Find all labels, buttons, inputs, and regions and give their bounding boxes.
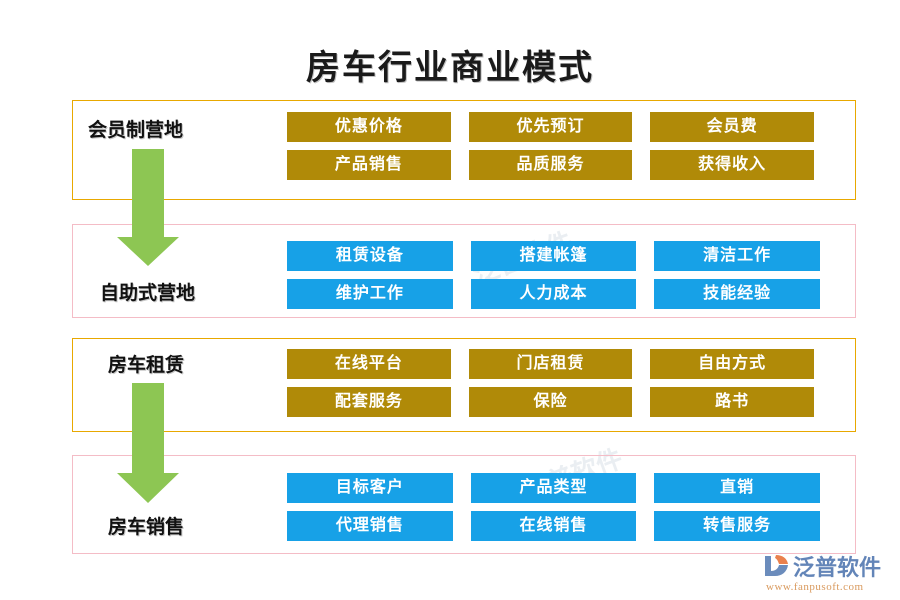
logo-row: 泛普软件 bbox=[762, 552, 896, 580]
logo-url: www.fanpusoft.com bbox=[766, 581, 864, 593]
section-frame-rv-sales bbox=[72, 455, 856, 554]
item-box[interactable]: 路书 bbox=[650, 387, 814, 417]
page-title: 房车行业商业模式 bbox=[306, 50, 594, 87]
item-box[interactable]: 产品销售 bbox=[287, 150, 451, 180]
item-grid-membership-camp: 优惠价格 优先预订 会员费 产品销售 品质服务 获得收入 bbox=[287, 112, 814, 180]
section-frame-membership-camp bbox=[72, 100, 856, 200]
item-grid-rv-rental: 在线平台 门店租赁 自由方式 配套服务 保险 路书 bbox=[287, 349, 814, 417]
item-box[interactable]: 自由方式 bbox=[650, 349, 814, 379]
item-box[interactable]: 技能经验 bbox=[654, 279, 820, 309]
item-box[interactable]: 配套服务 bbox=[287, 387, 451, 417]
item-box[interactable]: 人力成本 bbox=[470, 279, 637, 309]
section-frame-rv-rental bbox=[72, 338, 856, 432]
item-box[interactable]: 优惠价格 bbox=[287, 112, 451, 142]
item-box[interactable]: 获得收入 bbox=[650, 150, 814, 180]
item-box[interactable]: 门店租赁 bbox=[468, 349, 633, 379]
item-box[interactable]: 品质服务 bbox=[468, 150, 633, 180]
item-box[interactable]: 保险 bbox=[468, 387, 633, 417]
company-logo: 泛普软件 www.fanpusoft.com bbox=[762, 552, 896, 594]
item-box[interactable]: 目标客户 bbox=[287, 473, 453, 503]
section-label-rv-rental: 房车租赁 bbox=[108, 355, 185, 376]
item-box[interactable]: 会员费 bbox=[650, 112, 814, 142]
fanpu-swoosh-icon bbox=[762, 553, 790, 579]
item-box[interactable]: 搭建帐篷 bbox=[470, 241, 637, 271]
logo-text: 泛普软件 bbox=[793, 555, 882, 580]
item-box[interactable]: 在线销售 bbox=[470, 511, 637, 541]
section-label-rv-sales: 房车销售 bbox=[108, 517, 185, 538]
section-label-self-service-camp: 自助式营地 bbox=[100, 283, 196, 304]
item-box[interactable]: 清洁工作 bbox=[654, 241, 820, 271]
item-grid-rv-sales: 目标客户 产品类型 直销 代理销售 在线销售 转售服务 bbox=[287, 473, 820, 541]
item-box[interactable]: 优先预订 bbox=[468, 112, 633, 142]
item-box[interactable]: 直销 bbox=[654, 473, 820, 503]
section-frame-self-service-camp bbox=[72, 224, 856, 318]
item-box[interactable]: 转售服务 bbox=[654, 511, 820, 541]
item-box[interactable]: 租赁设备 bbox=[287, 241, 453, 271]
item-box[interactable]: 在线平台 bbox=[287, 349, 451, 379]
section-label-membership-camp: 会员制营地 bbox=[88, 120, 184, 141]
item-box[interactable]: 维护工作 bbox=[287, 279, 453, 309]
item-box[interactable]: 产品类型 bbox=[470, 473, 637, 503]
item-box[interactable]: 代理销售 bbox=[287, 511, 453, 541]
item-grid-self-service-camp: 租赁设备 搭建帐篷 清洁工作 维护工作 人力成本 技能经验 bbox=[287, 241, 820, 309]
